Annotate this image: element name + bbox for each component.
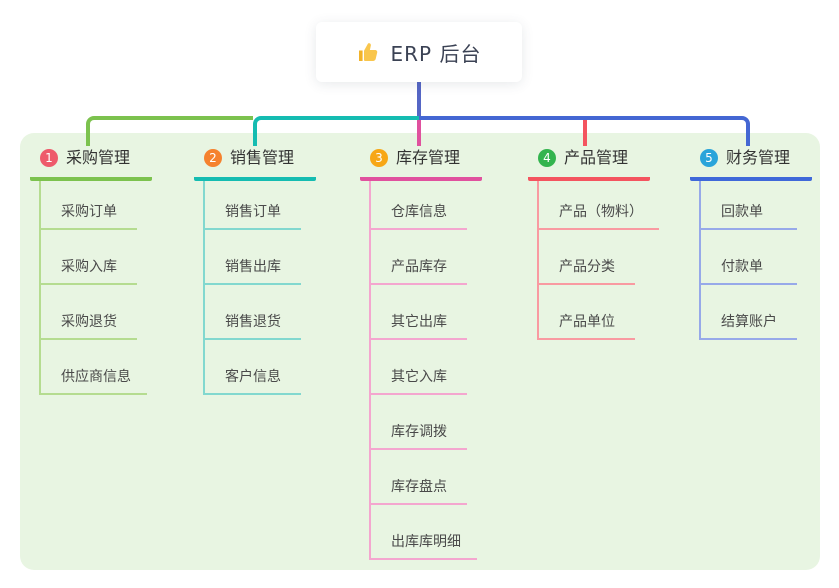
thumbs-up-icon — [358, 43, 377, 61]
connector-root-vertical — [417, 80, 421, 116]
node-receipt-bill[interactable]: 回款单 — [701, 181, 797, 230]
node-product-material[interactable]: 产品（物料） — [539, 181, 659, 230]
branch-children: 仓库信息 产品库存 其它出库 其它入库 库存调拨 库存盘点 出库库明细 — [369, 181, 482, 560]
connector-branch-product — [583, 120, 587, 146]
node-product-category[interactable]: 产品分类 — [539, 230, 635, 285]
branch-product: 4 产品管理 产品（物料） 产品分类 产品单位 — [528, 146, 659, 340]
branch-number-badge: 5 — [700, 149, 718, 167]
connector-branch-finance — [419, 116, 750, 146]
branch-header-product[interactable]: 4 产品管理 — [528, 146, 651, 181]
node-payment-bill[interactable]: 付款单 — [701, 230, 797, 285]
node-settlement-account[interactable]: 结算账户 — [701, 285, 797, 340]
branch-children: 采购订单 采购入库 采购退货 供应商信息 — [39, 181, 152, 395]
branch-children: 产品（物料） 产品分类 产品单位 — [537, 181, 659, 340]
node-outbound-detail[interactable]: 出库库明细 — [371, 505, 477, 560]
node-warehouse-info[interactable]: 仓库信息 — [371, 181, 467, 230]
node-purchase-order[interactable]: 采购订单 — [41, 181, 137, 230]
mindmap-panel — [20, 133, 820, 570]
branch-inventory: 3 库存管理 仓库信息 产品库存 其它出库 其它入库 库存调拨 库存盘点 出库库… — [360, 146, 483, 560]
branch-finance: 5 财务管理 回款单 付款单 结算账户 — [690, 146, 813, 340]
root-node[interactable]: ERP 后台 — [316, 22, 522, 82]
node-product-stock[interactable]: 产品库存 — [371, 230, 467, 285]
branch-number-badge: 2 — [204, 149, 222, 167]
branch-header-purchase[interactable]: 1 采购管理 — [30, 146, 153, 181]
branch-header-inventory[interactable]: 3 库存管理 — [360, 146, 483, 181]
connector-branch-inventory — [417, 120, 421, 146]
branch-label: 产品管理 — [564, 148, 629, 167]
node-stock-check[interactable]: 库存盘点 — [371, 450, 467, 505]
branch-number-badge: 3 — [370, 149, 388, 167]
node-purchase-return[interactable]: 采购退货 — [41, 285, 137, 340]
node-sales-outbound[interactable]: 销售出库 — [205, 230, 301, 285]
node-product-unit[interactable]: 产品单位 — [539, 285, 635, 340]
branch-header-finance[interactable]: 5 财务管理 — [690, 146, 813, 181]
branch-label: 财务管理 — [726, 148, 791, 167]
branch-children: 回款单 付款单 结算账户 — [699, 181, 812, 340]
branch-label: 库存管理 — [396, 148, 461, 167]
branch-sales: 2 销售管理 销售订单 销售出库 销售退货 客户信息 — [194, 146, 317, 395]
connector-branch-purchase — [86, 116, 253, 146]
node-purchase-inbound[interactable]: 采购入库 — [41, 230, 137, 285]
branch-purchase: 1 采购管理 采购订单 采购入库 采购退货 供应商信息 — [30, 146, 153, 395]
node-other-inbound[interactable]: 其它入库 — [371, 340, 467, 395]
node-sales-return[interactable]: 销售退货 — [205, 285, 301, 340]
node-customer-info[interactable]: 客户信息 — [205, 340, 301, 395]
branch-number-badge: 1 — [40, 149, 58, 167]
branch-children: 销售订单 销售出库 销售退货 客户信息 — [203, 181, 316, 395]
node-sales-order[interactable]: 销售订单 — [205, 181, 301, 230]
branch-header-sales[interactable]: 2 销售管理 — [194, 146, 317, 181]
branch-label: 采购管理 — [66, 148, 131, 167]
branch-label: 销售管理 — [230, 148, 295, 167]
node-stock-transfer[interactable]: 库存调拨 — [371, 395, 467, 450]
node-supplier-info[interactable]: 供应商信息 — [41, 340, 147, 395]
connector-branch-sales — [253, 116, 419, 146]
root-label: ERP 后台 — [390, 41, 482, 66]
branch-number-badge: 4 — [538, 149, 556, 167]
node-other-outbound[interactable]: 其它出库 — [371, 285, 467, 340]
